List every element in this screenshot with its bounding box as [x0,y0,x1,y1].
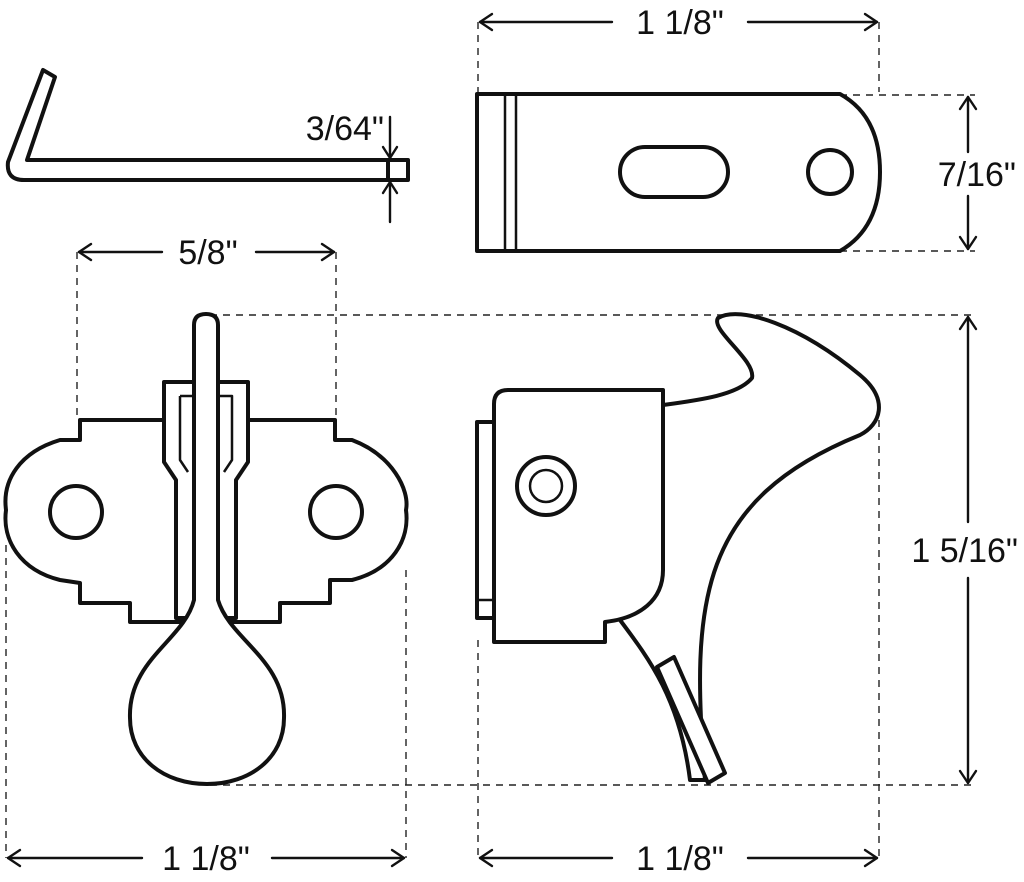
label-strike-height: 7/16" [938,156,1016,194]
slot-hole [618,145,730,199]
rivet [515,455,577,517]
teardrop-handle [127,312,287,786]
dimension-thickness [381,115,399,224]
label-latch-height: 1 5/16" [911,532,1018,570]
strike-plate [475,92,882,253]
hook [614,312,881,782]
label-bottom-left-width: 1 1/8" [162,840,250,878]
label-bottom-right-width: 1 1/8" [636,840,724,878]
side-view-bent-pin [5,68,410,182]
dimension-strike-height [958,95,978,251]
side-view-latch [475,312,881,785]
extension-lines [5,22,975,858]
dimension-top-width [478,12,879,32]
dimension-bottom-left-width [6,848,406,868]
label-top-width: 1 1/8" [636,4,724,42]
screw-hole [806,148,854,196]
right-screw-hole [308,484,364,540]
front-view-latch [3,312,409,786]
dimension-latch-height [958,315,978,785]
dimension-bottom-right-width [478,848,879,868]
left-screw-hole [48,484,104,540]
label-thickness: 3/64" [306,110,384,148]
label-escutcheon-width: 5/8" [178,234,237,272]
dimension-escutcheon-width [77,242,336,262]
spring-tab [655,655,727,785]
